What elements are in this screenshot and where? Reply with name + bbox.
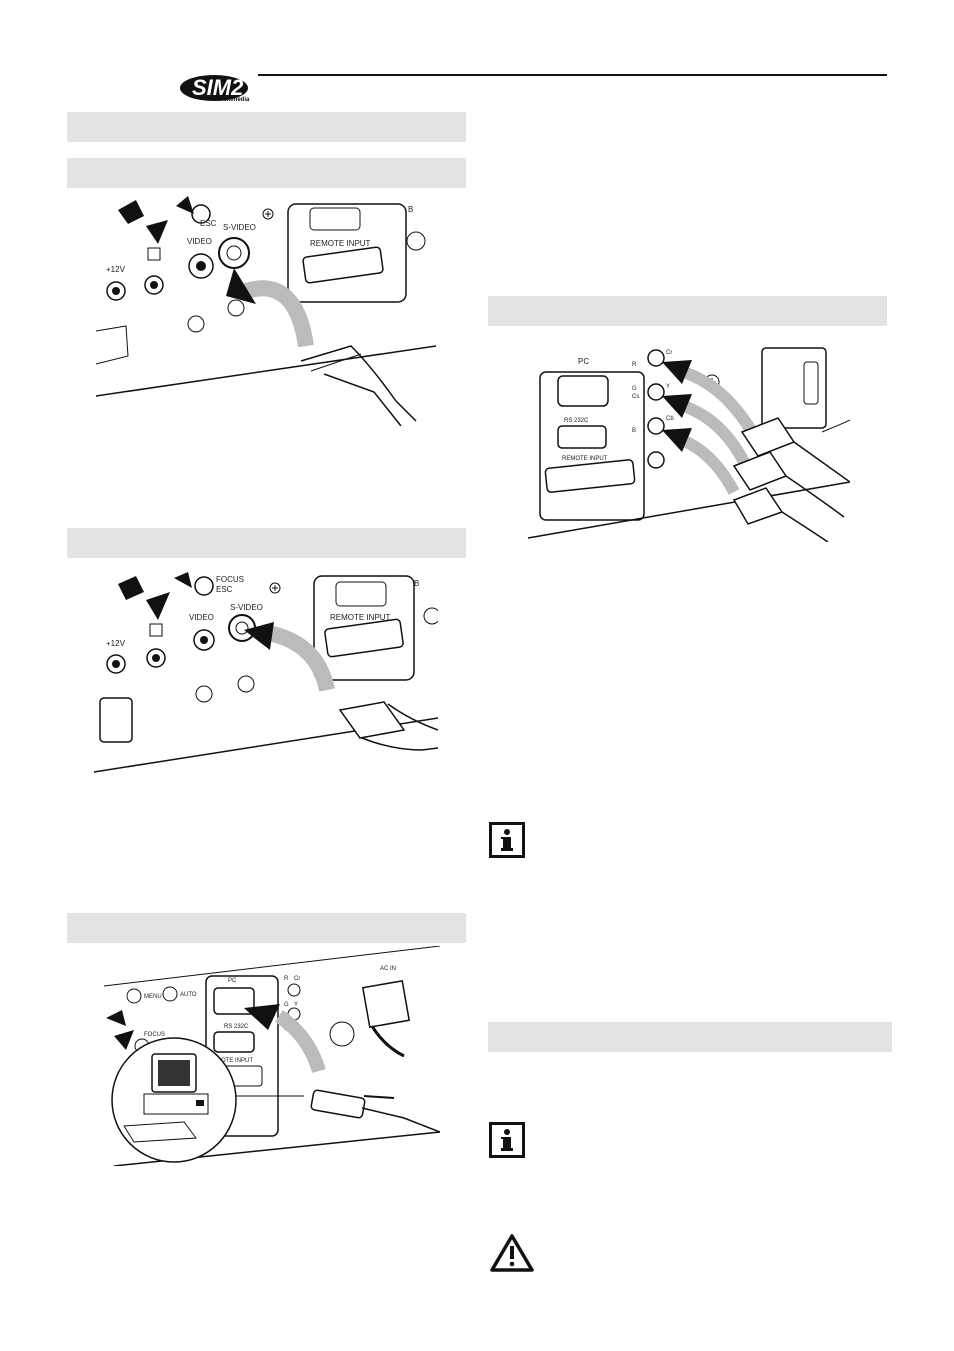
logo-text: SIM2 xyxy=(192,75,244,100)
sim2-logo: SIM2 Multimedia xyxy=(178,68,260,104)
label-svideo: S-VIDEO xyxy=(230,603,263,612)
y-jack xyxy=(647,383,665,401)
figure-pc-connection: MENU AUTO FOCUS PC RS 232C MOTE INPUT R … xyxy=(104,946,440,1166)
label-svideo: S-VIDEO xyxy=(223,223,256,232)
label-esc: ESC xyxy=(200,219,217,228)
label-cb: Cb xyxy=(666,416,674,422)
nav-arrow-icon xyxy=(146,592,170,620)
info-icon xyxy=(489,1122,525,1158)
arrow-icon xyxy=(244,1004,280,1030)
subsection-bar-right-lower xyxy=(488,1022,892,1052)
section-heading-bar xyxy=(67,112,466,142)
label-g: G xyxy=(284,1002,289,1008)
label-g: G xyxy=(632,386,637,392)
cb-jack xyxy=(647,417,665,435)
figure-component-connection: PC RS 232C REMOTE INPUT R G Cs B Cr Y Cb xyxy=(522,332,850,542)
label-cs: Cs xyxy=(632,394,639,400)
power-plug xyxy=(361,979,411,1029)
vga-connector xyxy=(310,1089,366,1119)
label-auto: AUTO xyxy=(180,992,197,998)
svideo-jack xyxy=(218,237,250,269)
subsection-bar-svideo xyxy=(67,528,466,558)
figure-video-connection: ESC VIDEO S-VIDEO +12V REMOTE INPUT B xyxy=(96,196,436,426)
label-plus12v: +12V xyxy=(106,639,126,648)
keyboard-icon xyxy=(123,1121,197,1143)
rca-plug xyxy=(732,487,784,525)
label-remote-input: REMOTE INPUT xyxy=(310,239,371,248)
info-icon xyxy=(489,822,525,858)
label-plus12v: +12V xyxy=(106,265,126,274)
label-y: Y xyxy=(666,384,670,390)
label-cr: Cr xyxy=(294,976,300,982)
label-focus: FOCUS xyxy=(144,1032,165,1038)
nav-arrow-icon xyxy=(106,1010,126,1026)
nav-arrow-icon xyxy=(118,576,144,600)
label-pc: PC xyxy=(228,978,237,984)
svideo-jack xyxy=(228,614,256,642)
label-rs232c: RS 232C xyxy=(224,1024,249,1030)
subsection-bar-video xyxy=(67,158,466,188)
arrow-icon xyxy=(662,360,692,384)
subsection-bar-pc xyxy=(67,913,466,943)
label-remote-input: REMOTE INPUT xyxy=(330,613,391,622)
nav-arrow-icon xyxy=(114,1030,134,1050)
video-jack xyxy=(188,253,214,279)
label-menu: MENU xyxy=(144,994,162,1000)
label-r: R xyxy=(632,362,637,368)
label-video: VIDEO xyxy=(189,613,214,622)
nav-arrow-icon xyxy=(118,200,144,224)
label-pc: PC xyxy=(578,357,589,366)
cr-jack xyxy=(647,349,665,367)
subsection-bar-component xyxy=(488,296,887,326)
label-y: Y xyxy=(294,1002,298,1008)
label-remote-input: REMOTE INPUT xyxy=(562,456,608,462)
label-b: B xyxy=(632,428,636,434)
figure-svideo-connection: FOCUS ESC VIDEO S-VIDEO +12V REMOTE INPU… xyxy=(92,570,438,775)
arrow-icon xyxy=(662,394,692,418)
label-rs232c: RS 232C xyxy=(564,418,589,424)
label-r: R xyxy=(284,976,289,982)
label-remote-input: MOTE INPUT xyxy=(216,1058,253,1064)
warning-icon xyxy=(490,1233,534,1273)
label-video: VIDEO xyxy=(187,237,212,246)
label-esc: ESC xyxy=(216,585,233,594)
arrow-icon xyxy=(244,622,274,650)
label-focus: FOCUS xyxy=(216,575,244,584)
logo-subtext: Multimedia xyxy=(218,97,250,103)
nav-arrow-icon xyxy=(174,572,192,588)
label-ac-in: AC IN xyxy=(380,966,396,972)
arrow-icon xyxy=(662,428,692,452)
header-rule xyxy=(258,74,887,76)
label-cr: Cr xyxy=(666,350,672,356)
arrow-icon xyxy=(226,268,256,304)
nav-arrow-icon xyxy=(176,196,194,214)
label-b: B xyxy=(408,205,413,214)
nav-arrow-icon xyxy=(146,220,168,244)
label-b: B xyxy=(414,579,419,588)
